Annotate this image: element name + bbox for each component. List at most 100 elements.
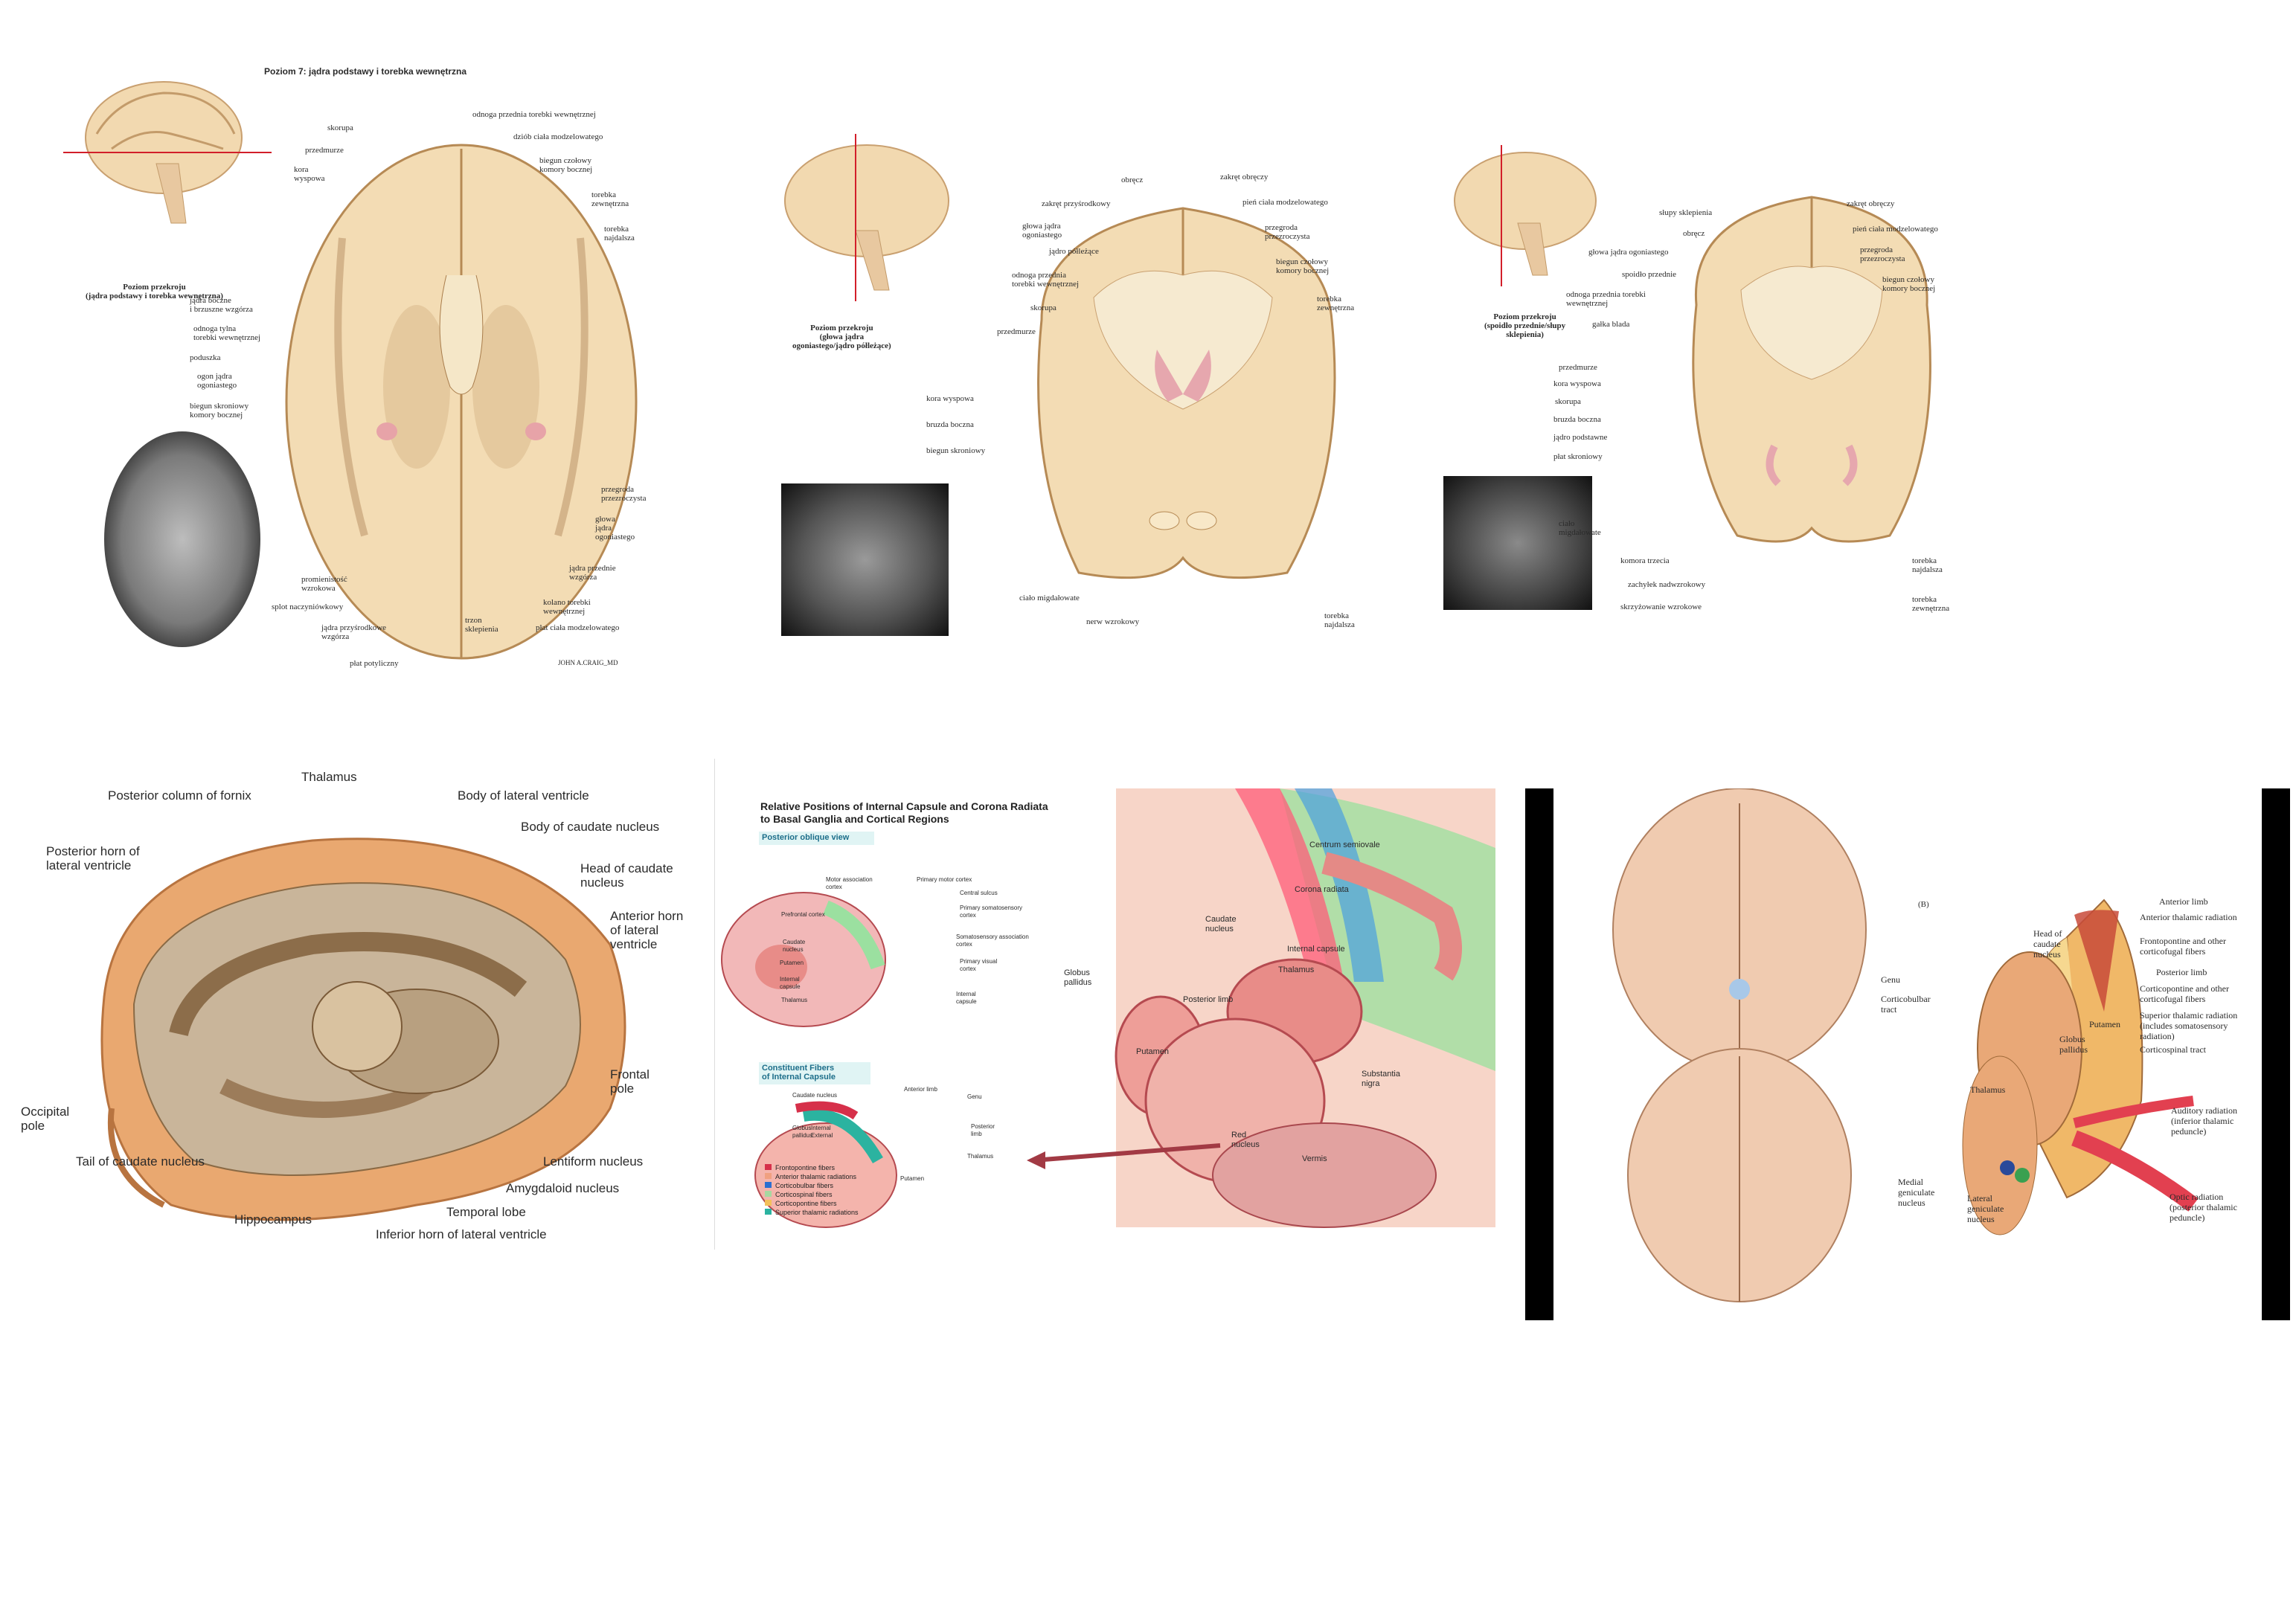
p1-left-label: jądra boczne i brzuszne wzgórza	[190, 296, 253, 314]
legend-swatch	[765, 1209, 772, 1215]
p5-big-label: Internal capsule	[1287, 945, 1345, 954]
p6-label: Corticopontine and other corticofugal fi…	[2140, 983, 2229, 1004]
p5-small2-label: Internal External	[811, 1125, 833, 1139]
sagittal-brain-icon	[784, 134, 949, 301]
legend-item: Corticospinal fibers	[765, 1187, 833, 1201]
p3-left-label: skorupa	[1555, 397, 1581, 406]
p3-left-label: głowa jądra ogoniastego	[1588, 248, 1669, 257]
p3-left-label: bruzda boczna	[1553, 415, 1601, 424]
p5-small-label: Central sulcus	[960, 890, 998, 896]
p5-small-label: Putamen	[780, 960, 804, 966]
legend-label: Frontopontine fibers	[775, 1164, 836, 1172]
p5-big-label: Thalamus	[1278, 965, 1315, 974]
coronal-mri-thumbnail-2	[1443, 476, 1592, 610]
legend-item: Corticobulbar fibers	[765, 1178, 833, 1192]
p1-left-label: odnoga tylna torebki wewnętrznej	[193, 324, 261, 342]
p1-left-label: promienistość wzrokowa	[301, 575, 347, 593]
p1-right-label: kolano torebki wewnętrznej	[543, 598, 591, 616]
p2-left-label: przedmurze	[997, 327, 1036, 336]
p5-small-label: Motor association cortex	[826, 876, 873, 890]
panel-internal-capsule: Relative Positions of Internal Capsule a…	[714, 759, 1503, 1250]
legend-swatch	[765, 1173, 772, 1179]
p5-big-label: Caudate nucleus	[1205, 915, 1237, 933]
p1-left-label: kora wyspowa	[294, 165, 325, 183]
p4-label: Body of caudate nucleus	[521, 820, 660, 834]
p3-left-label: odnoga przednia torebki wewnętrznej	[1566, 290, 1646, 308]
legend-item: Superior thalamic radiations	[765, 1205, 859, 1218]
p5-big-label: Globus pallidus	[1064, 968, 1092, 987]
p5-big-label: Posterior limb	[1183, 995, 1234, 1004]
p5-small-label: Thalamus	[781, 997, 808, 1003]
p3-left-label: ciało migdałowate	[1559, 519, 1601, 537]
p1-left-label: biegun skroniowy komory bocznej	[190, 402, 249, 420]
p4-label: Anterior horn of lateral ventricle	[610, 909, 684, 951]
p2-left-label: zakręt przyśrodkowy	[1042, 199, 1111, 208]
p4-label: Amygdaloid nucleus	[506, 1181, 620, 1195]
lateral-brain-ventricles-illustration	[100, 838, 626, 1221]
panel-coronal-commissure: Poziom przekroju (spoidło przednie/słupy…	[1443, 134, 1994, 625]
p5-small-label: Somatosensory association cortex	[956, 933, 1029, 948]
panel5-title: Relative Positions of Internal Capsule a…	[760, 800, 1048, 825]
p2-left-label: kora wyspowa	[926, 394, 974, 403]
p1-left-label: skorupa	[327, 123, 353, 132]
p6-label: Putamen	[2089, 1019, 2120, 1029]
panel1-caption: Poziom przekroju (jądra podstawy i toreb…	[86, 283, 223, 301]
p3-right-label: biegun czołowy komory bocznej	[1882, 275, 1936, 293]
p1-right-label: biegun czołowy komory bocznej	[539, 156, 593, 174]
p5-small-label: Primary somatosensory cortex	[960, 904, 1023, 919]
p3-right-label: zakręt obręczy	[1847, 199, 1895, 208]
p3-right-label: pień ciała modzelowatego	[1853, 225, 1938, 234]
p1-right-label: jądra przednie wzgórza	[569, 564, 616, 582]
p6-label: Corticospinal tract	[2140, 1044, 2206, 1055]
p1-right-label: trzon sklepienia	[465, 616, 498, 634]
axial-brain-illustration	[63, 81, 638, 660]
p1-left-label: płat potyliczny	[350, 659, 399, 668]
p1-left-label: splot naczyniówkowy	[272, 602, 344, 611]
p3-left-label: jądro podstawne	[1553, 433, 1608, 442]
p5-big-label: Centrum semiovale	[1309, 841, 1380, 849]
p5-big-label: Putamen	[1136, 1047, 1170, 1056]
p4-label: Inferior horn of lateral ventricle	[376, 1227, 547, 1241]
axial-brain-section	[285, 144, 638, 660]
p3-right-label: torebka najdalsza	[1912, 556, 1943, 574]
panel3-caption: Poziom przekroju (spoidło przednie/słupy…	[1484, 312, 1566, 339]
coronal-brain-illustration-2	[1454, 145, 1931, 543]
p2-right-label: torebka najdalsza	[1324, 611, 1355, 629]
p1-left-label: przedmurze	[305, 146, 344, 155]
p3-right-label: przegroda przezroczysta	[1860, 245, 1905, 263]
p5-small2-label: Posterior limb	[971, 1123, 995, 1137]
p3-left-label: zachyłek nadwzrokowy	[1628, 580, 1706, 589]
p3-left-label: skrzyżowanie wzrokowe	[1620, 602, 1702, 611]
p2-right-label: przegroda przezroczysta	[1265, 223, 1310, 241]
p4-label: Posterior horn of lateral ventricle	[46, 844, 140, 872]
p3-left-label: komora trzecia	[1620, 556, 1670, 565]
capsule-schematic-illustration	[1612, 788, 2199, 1302]
p6-label: Posterior limb	[2156, 967, 2207, 977]
p3-right-label: torebka zewnętrzna	[1912, 595, 1950, 613]
left-black-bar	[1525, 788, 1553, 1320]
p4-label: Frontal pole	[610, 1067, 650, 1096]
sagittal-brain-icon	[1454, 145, 1597, 286]
p5-big-label: Vermis	[1302, 1154, 1327, 1163]
p6-label: Corticobulbar tract	[1881, 994, 1931, 1015]
p3-left-label: płat skroniowy	[1553, 452, 1603, 461]
p6-label: Superior thalamic radiation (includes so…	[2140, 1010, 2238, 1041]
legend-item: Frontopontine fibers	[765, 1160, 835, 1174]
p1-right-label: odnoga przednia torebki wewnętrznej	[472, 110, 596, 119]
coronal-brain-illustration	[784, 134, 1336, 579]
p1-right-label: dziób ciała modzelowatego	[513, 132, 603, 141]
panel-axial-section: Poziom 7: jądra podstawy i torebka wewnę…	[45, 52, 684, 677]
p6-label: Lateral geniculate nucleus	[1967, 1193, 2004, 1224]
p2-right-label: biegun czołowy komory bocznej	[1276, 257, 1330, 275]
p1-left-label: jądra przyśrodkowe wzgórza	[321, 623, 387, 641]
p2-right-label: torebka zewnętrzna	[1317, 295, 1355, 312]
internal-capsule-illustration	[714, 759, 1495, 1250]
p5-big-label: Red nucleus	[1231, 1131, 1260, 1149]
p3-left-label: przedmurze	[1559, 363, 1597, 372]
p6-label: Head of caudate nucleus	[2033, 928, 2062, 960]
legend-label: Anterior thalamic radiations	[775, 1173, 857, 1180]
p2-left-label: odnoga przednia torebki wewnętrznej	[1012, 271, 1080, 289]
p5-small-label: Prefrontal cortex	[781, 911, 825, 918]
